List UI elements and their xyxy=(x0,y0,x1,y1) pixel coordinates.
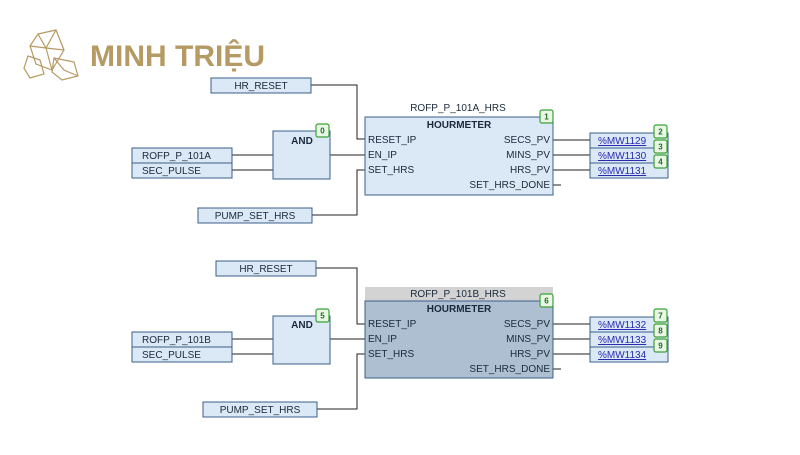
block-index: 6 xyxy=(544,297,549,306)
brand-name: MINH TRIỆU xyxy=(90,39,265,73)
reset-variable-label: HR_RESET xyxy=(239,264,292,275)
output-index-badge: 3 xyxy=(653,139,668,154)
and-index: 5 xyxy=(320,312,325,321)
and-block-index-badge: 0 xyxy=(315,123,330,138)
output-index-badge: 2 xyxy=(653,124,668,139)
instance-name: ROFP_P_101B_HRS xyxy=(410,289,506,300)
output-index-badge: 9 xyxy=(653,338,668,353)
output-index: 8 xyxy=(658,327,663,336)
set-variable-label: PUMP_SET_HRS xyxy=(215,211,296,222)
set-variable[interactable]: PUMP_SET_HRS xyxy=(197,207,313,224)
crystal-icon xyxy=(23,29,79,81)
network-1: HR_RESET ROFP_P_101A SEC_PULSE PUMP_SET_… xyxy=(131,77,669,224)
output-pin: SECS_PV xyxy=(504,135,550,146)
set-variable[interactable]: PUMP_SET_HRS xyxy=(202,401,318,418)
block-index-badge: 1 xyxy=(539,109,554,124)
reset-variable[interactable]: HR_RESET xyxy=(210,77,312,94)
output-variable[interactable]: %MW1133 xyxy=(589,331,669,348)
input-pin: RESET_IP xyxy=(368,135,417,146)
and-index: 0 xyxy=(320,127,325,136)
output-index-badge: 8 xyxy=(653,323,668,338)
output-variable[interactable]: %MW1134 xyxy=(589,346,669,363)
input-variable-1[interactable]: ROFP_P_101A xyxy=(131,147,233,164)
input-pin: SET_HRS xyxy=(368,165,414,176)
output-pin: MINS_PV xyxy=(506,334,550,345)
block-index: 1 xyxy=(544,113,549,122)
instance-name: ROFP_P_101A_HRS xyxy=(410,103,506,114)
output-pin: HRS_PV xyxy=(510,349,550,360)
input-pin: EN_IP xyxy=(368,334,397,345)
output-variable[interactable]: %MW1130 xyxy=(589,147,669,164)
network-1-wires xyxy=(232,84,590,216)
hourmeter-block[interactable]: HOURMETER RESET_IP EN_IP SET_HRS SECS_PV… xyxy=(364,116,554,196)
set-variable-label: PUMP_SET_HRS xyxy=(220,405,301,416)
output-variable-label: %MW1129 xyxy=(598,136,647,147)
input-variable-2-label: SEC_PULSE xyxy=(142,350,201,361)
and-block-label: AND xyxy=(291,136,313,147)
input-variable-2[interactable]: SEC_PULSE xyxy=(131,162,233,179)
output-variable-label: %MW1132 xyxy=(598,320,647,331)
input-pin: EN_IP xyxy=(368,150,397,161)
network-2: HR_RESET ROFP_P_101B SEC_PULSE PUMP_SET_… xyxy=(131,260,669,418)
output-pin: MINS_PV xyxy=(506,150,550,161)
output-index-badge: 4 xyxy=(653,154,668,169)
output-variable-label: %MW1130 xyxy=(598,151,647,162)
input-variable-1[interactable]: ROFP_P_101B xyxy=(131,331,233,348)
output-index-badge: 7 xyxy=(653,308,668,323)
output-variable-label: %MW1134 xyxy=(598,350,647,361)
output-variable-label: %MW1133 xyxy=(598,335,647,346)
and-block-index-badge: 5 xyxy=(315,308,330,323)
input-variable-2[interactable]: SEC_PULSE xyxy=(131,346,233,363)
input-pin: RESET_IP xyxy=(368,319,417,330)
reset-variable[interactable]: HR_RESET xyxy=(215,260,317,277)
output-index: 9 xyxy=(658,342,663,351)
input-variable-1-label: ROFP_P_101A xyxy=(142,151,211,162)
input-pin: SET_HRS xyxy=(368,349,414,360)
brand-logo: MINH TRIỆU xyxy=(23,29,265,81)
network-2-wires xyxy=(232,267,590,410)
and-block-label: AND xyxy=(291,320,313,331)
block-index-badge: 6 xyxy=(539,293,554,308)
block-type: HOURMETER xyxy=(427,120,492,131)
output-pin: HRS_PV xyxy=(510,165,550,176)
output-variable-label: %MW1131 xyxy=(598,166,647,177)
output-index: 3 xyxy=(658,143,663,152)
output-index: 7 xyxy=(658,312,663,321)
block-type: HOURMETER xyxy=(427,304,492,315)
output-index: 2 xyxy=(658,128,663,137)
and-block[interactable]: AND xyxy=(272,315,331,365)
input-variable-2-label: SEC_PULSE xyxy=(142,166,201,177)
output-pin: SECS_PV xyxy=(504,319,550,330)
input-variable-1-label: ROFP_P_101B xyxy=(142,335,211,346)
output-pin: SET_HRS_DONE xyxy=(469,180,550,191)
reset-variable-label: HR_RESET xyxy=(234,81,287,92)
and-block[interactable]: AND xyxy=(272,130,331,180)
output-pin: SET_HRS_DONE xyxy=(469,364,550,375)
output-index: 4 xyxy=(658,158,663,167)
hourmeter-block[interactable]: ROFP_P_101B_HRS HOURMETER RESET_IP EN_IP… xyxy=(364,287,554,379)
output-variable[interactable]: %MW1131 xyxy=(589,162,669,179)
